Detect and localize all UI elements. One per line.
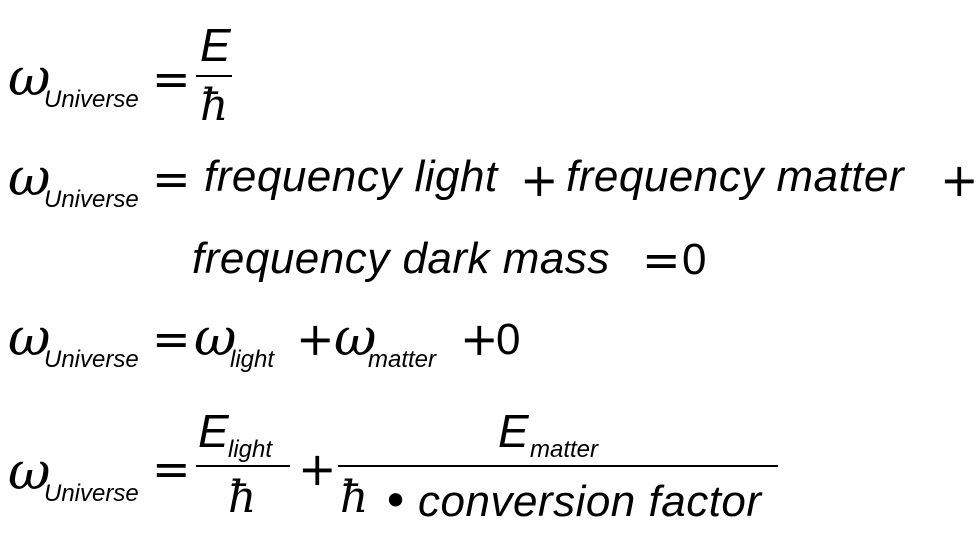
omega-symbol: ω: [8, 442, 51, 502]
omega-symbol: ω: [8, 148, 51, 208]
subscript-light: light: [230, 346, 275, 373]
numerator-energy-matter: E: [498, 405, 529, 457]
term-frequency-light: frequency light: [204, 152, 498, 201]
equals-sign: =: [642, 233, 681, 287]
fraction-bar-light: [196, 465, 290, 467]
numerator-energy: E: [200, 19, 231, 71]
denominator-hbar: ħ: [340, 472, 369, 523]
equals-sign: =: [152, 152, 191, 206]
term-frequency-matter: frequency matter: [566, 152, 905, 201]
constant-zero: 0: [496, 315, 521, 364]
subscript-universe: Universe: [44, 480, 139, 507]
plus-sign: +: [298, 442, 337, 496]
conversion-factor-text: conversion factor: [418, 477, 762, 526]
denominator-hbar: ħ: [228, 472, 257, 523]
plus-sign: +: [296, 312, 335, 366]
fraction-bar-matter: [338, 465, 778, 467]
omega-light-symbol: ω: [194, 308, 237, 368]
numerator-energy-light: E: [198, 405, 229, 457]
subscript-universe: Universe: [44, 86, 139, 113]
zero-value: 0: [682, 235, 707, 284]
subscript-light: light: [228, 436, 273, 463]
subscript-matter: matter: [368, 346, 437, 373]
fraction-bar: [196, 75, 232, 77]
equals-sign: =: [152, 52, 191, 106]
denominator-hbar: ħ: [200, 80, 229, 131]
subscript-universe: Universe: [44, 346, 139, 373]
omega-matter-symbol: ω: [334, 308, 377, 368]
omega-symbol: ω: [8, 308, 51, 368]
multiplication-bullet: •: [382, 474, 410, 528]
term-frequency-dark-mass: frequency dark mass: [192, 234, 610, 283]
subscript-matter: matter: [530, 436, 599, 463]
plus-sign: +: [940, 153, 979, 207]
plus-sign: +: [460, 312, 499, 366]
equals-sign: =: [152, 442, 191, 496]
equals-sign: =: [152, 312, 191, 366]
subscript-universe: Universe: [44, 186, 139, 213]
plus-sign: +: [520, 153, 559, 207]
omega-symbol: ω: [8, 48, 51, 108]
